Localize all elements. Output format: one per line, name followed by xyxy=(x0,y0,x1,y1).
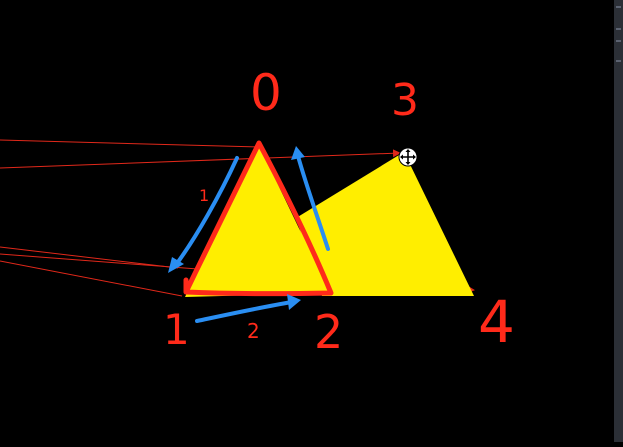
winding-arrows xyxy=(168,146,330,323)
triangle-3-2-4 xyxy=(296,152,474,296)
triangle-0-1-2 xyxy=(185,145,330,297)
ray-to-vertex-1b xyxy=(0,260,183,297)
vertex-label-2: 2 xyxy=(314,305,343,359)
blue-arrow-edge-0-1 xyxy=(173,156,239,268)
triangle-outline-red xyxy=(183,140,334,297)
vertex-label-3: 3 xyxy=(391,75,419,126)
scrollbar-tick xyxy=(616,6,621,8)
vertex-label-1: 1 xyxy=(163,305,190,354)
vertex-label-0: 0 xyxy=(250,64,282,122)
blue-arrow-edge-1-2 xyxy=(195,300,294,323)
scrollbar-tick xyxy=(616,60,621,62)
blue-arrow-edge-2-0 xyxy=(296,154,330,251)
ray-to-vertex-1a xyxy=(0,246,179,269)
ray-to-vertex-3 xyxy=(0,149,401,169)
blue-arrowhead-edge-1-2 xyxy=(287,294,301,310)
ray-to-vertex-0 xyxy=(0,139,259,148)
window-edge-scrollbar[interactable] xyxy=(614,0,623,442)
vertex-label-4: 4 xyxy=(478,288,515,356)
scrollbar-tick xyxy=(616,28,621,30)
edge-label-1: 1 xyxy=(199,186,209,205)
edge-label-2: 2 xyxy=(247,319,260,343)
blue-arrowhead-edge-0-1 xyxy=(168,257,184,273)
blue-arrowhead-edge-2-0 xyxy=(291,146,305,160)
scrollbar-tick xyxy=(616,40,621,42)
move-cursor-icon xyxy=(398,147,418,167)
